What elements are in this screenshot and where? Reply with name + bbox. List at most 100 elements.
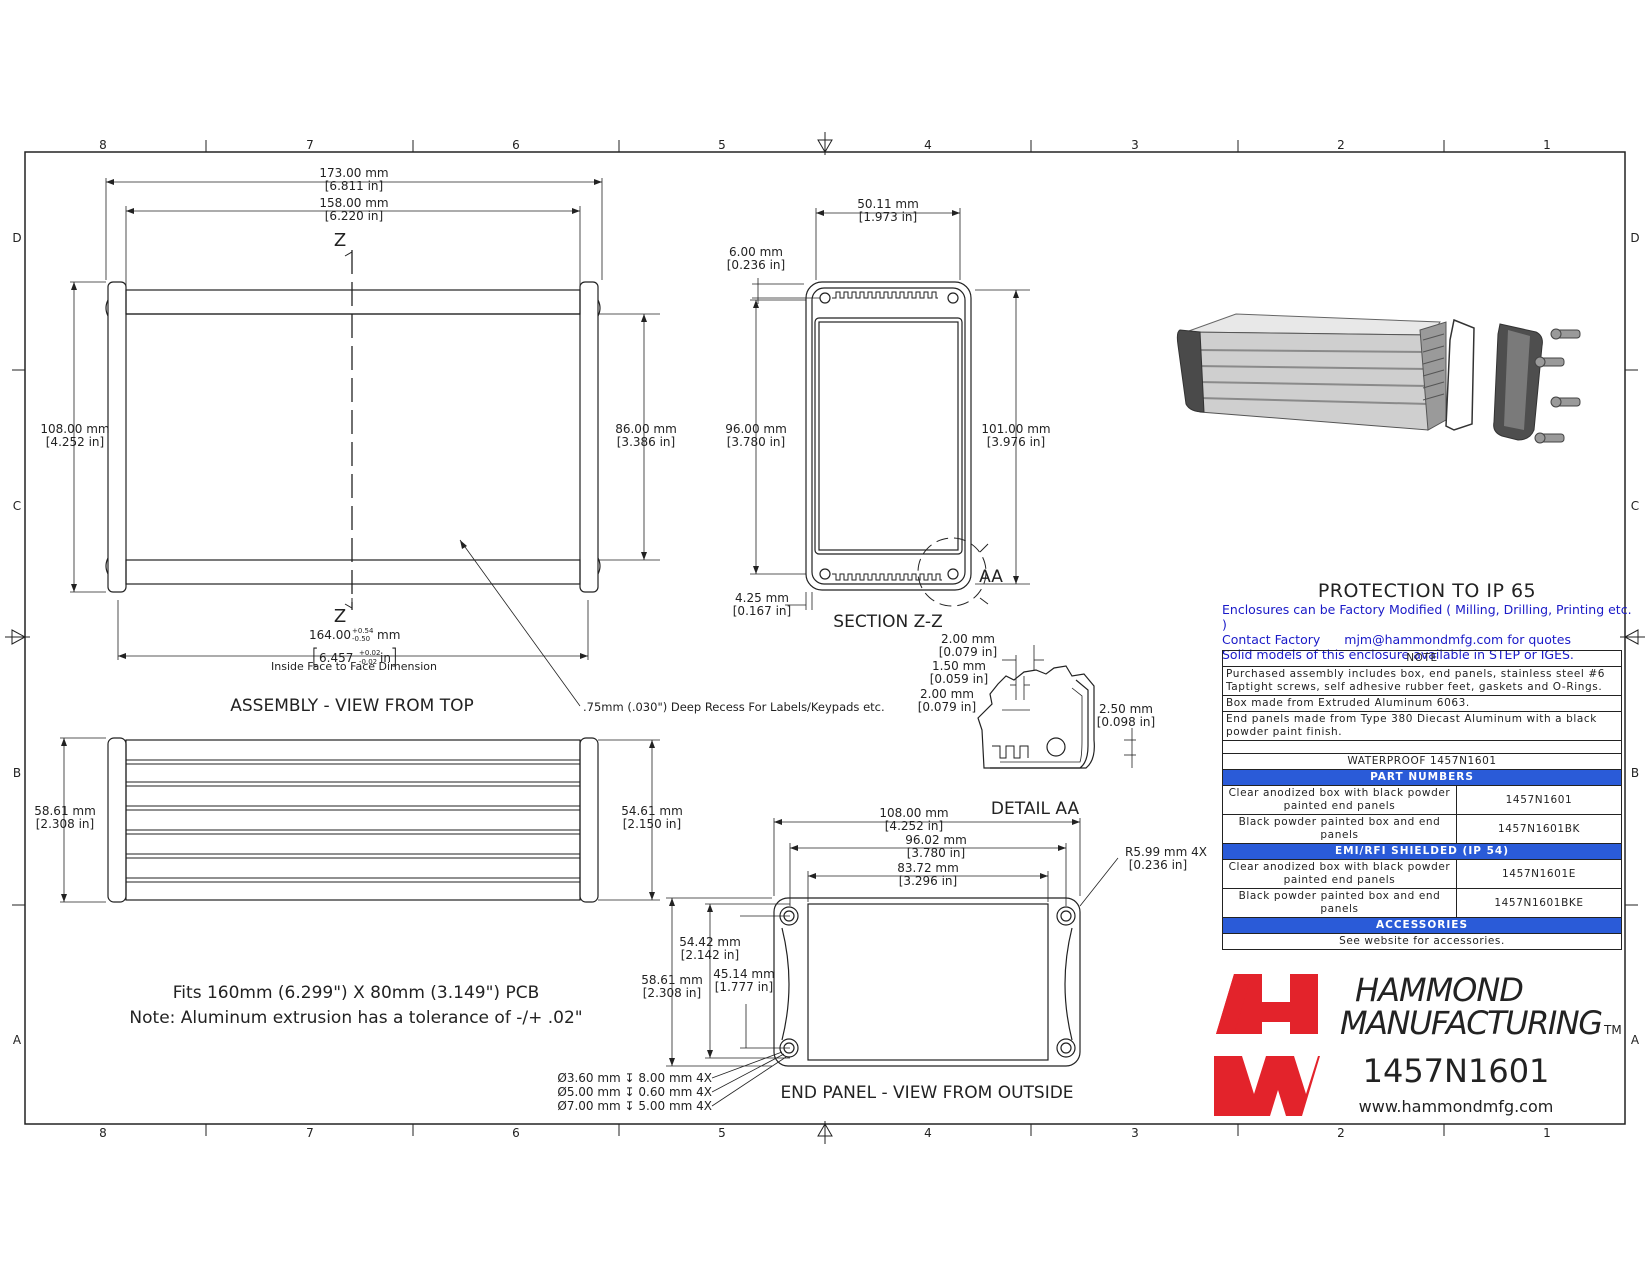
dim-side-right-mm: 54.61 mm: [621, 804, 683, 818]
dim-panel-height-3-in: [1.777 in]: [715, 980, 773, 994]
section-label-bottom: Z: [334, 606, 346, 627]
detail-title: DETAIL AA: [991, 799, 1080, 819]
zone-row-label: B: [1631, 766, 1639, 780]
dim-panel-width-2-in: [3.780 in]: [907, 846, 965, 860]
zone-col-label: 1: [1543, 138, 1551, 152]
section-label-top: Z: [334, 230, 346, 251]
svg-text:[: [: [311, 645, 319, 669]
dim-height-in: [4.252 in]: [46, 435, 104, 449]
end-panel-dimensions: 108.00 mm [4.252 in] 96.02 mm [3.780 in]…: [641, 806, 1207, 1000]
assembly-top-view: [70, 178, 660, 707]
zone-col-label: 3: [1131, 138, 1139, 152]
zone-col-label: 6: [512, 138, 520, 152]
inside-mm-unit: mm: [377, 628, 400, 642]
dim-panel-height-1-in: [2.142 in]: [681, 948, 739, 962]
contact-factory-text: Contact Factory: [1222, 632, 1321, 647]
zone-row-label: C: [13, 499, 21, 513]
dim-side-right-in: [2.150 in]: [623, 817, 681, 831]
zone-col-label: 8: [99, 138, 107, 152]
dim-panel-height-2-in: [2.308 in]: [643, 986, 701, 1000]
drawing-frame: [5, 132, 1645, 1144]
note-end-panel-material: End panels made from Type 380 Diecast Al…: [1222, 711, 1622, 741]
end-panel-title: END PANEL - VIEW FROM OUTSIDE: [780, 1083, 1073, 1103]
zone-col-label: 5: [718, 138, 726, 152]
company-website: www.hammondmfg.com: [1359, 1097, 1554, 1116]
zone-col-label: 5: [718, 1126, 726, 1140]
zone-col-label: 6: [512, 1126, 520, 1140]
accessories-header: ACCESSORIES: [1222, 917, 1622, 934]
inside-mm-tol-minus: -0.50: [352, 635, 370, 643]
part-number: 1457N1601E: [1456, 859, 1622, 889]
hole-callout-1: Ø3.60 mm ↧ 8.00 mm 4X: [557, 1071, 712, 1085]
dim-section-width-in: [1.973 in]: [859, 210, 917, 224]
section-dimensions: 50.11 mm [1.973 in] 6.00 mm [0.236 in] 9…: [725, 197, 1050, 632]
dim-height-mm: 108.00 mm: [40, 422, 109, 436]
dim-wall-mm: 4.25 mm: [735, 591, 789, 605]
dim-inner-mm: 86.00 mm: [615, 422, 677, 436]
side-view-dimensions: 58.61 mm [2.308 in] 54.61 mm [2.150 in]: [34, 804, 683, 831]
dim-overall-length-in: [6.811 in]: [325, 179, 383, 193]
dim-section-width-mm: 50.11 mm: [857, 197, 919, 211]
hole-callout-2: Ø5.00 mm ↧ 0.60 mm 4X: [557, 1085, 712, 1099]
dim-panel-height-3-mm: 45.14 mm: [713, 967, 775, 981]
exploded-isometric-illustration: [1176, 313, 1581, 444]
zone-col-label: 4: [924, 1126, 932, 1140]
dim-panel-width-1-in: [4.252 in]: [885, 819, 943, 833]
detail-dim-1-in: [0.079 in]: [939, 645, 997, 659]
zone-row-label: A: [1631, 1033, 1640, 1047]
detail-dim-2-in: [0.059 in]: [930, 672, 988, 686]
pcb-notes: Fits 160mm (6.299") X 80mm (3.149") PCB …: [129, 983, 582, 1028]
part-description: Clear anodized box with black powder pai…: [1222, 785, 1457, 815]
zone-row-label: D: [12, 231, 21, 245]
zone-col-label: 4: [924, 138, 932, 152]
note-box-material: Box made from Extruded Aluminum 6063.: [1222, 695, 1622, 712]
detail-reference: AA: [979, 567, 1003, 587]
dim-panel-width-2-mm: 96.02 mm: [905, 833, 967, 847]
part-description: Clear anodized box with black powder pai…: [1222, 859, 1457, 889]
part-number: 1457N1601BKE: [1456, 888, 1622, 918]
dim-corner-radius-in: [0.236 in]: [1129, 858, 1187, 872]
factory-modification-line: Enclosures can be Factory Modified ( Mil…: [1222, 602, 1632, 632]
detail-dim-4-in: [0.098 in]: [1097, 715, 1155, 729]
dim-panel-width-3-mm: 83.72 mm: [897, 861, 959, 875]
contact-line: Contact Factory mjm@hammondmfg.com for qu…: [1222, 632, 1632, 647]
company-name-line2: MANUFACTURING: [1340, 1004, 1602, 1042]
detail-dim-1-mm: 2.00 mm: [941, 632, 995, 646]
company-name-line1: HAMMOND: [1355, 971, 1523, 1009]
zone-col-label: 1: [1543, 1126, 1551, 1140]
dim-outer-height-in: [3.976 in]: [987, 435, 1045, 449]
accessories-note: See website for accessories.: [1222, 933, 1622, 950]
dim-overall-length-mm: 173.00 mm: [319, 166, 388, 180]
dim-corner-mm: 6.00 mm: [729, 245, 783, 259]
table-spacer: [1222, 740, 1622, 754]
waterproof-header: WATERPROOF 1457N1601: [1222, 753, 1622, 770]
zone-col-label: 7: [306, 138, 314, 152]
dim-body-length-in: [6.220 in]: [325, 209, 383, 223]
detail-dim-3-mm: 2.00 mm: [920, 687, 974, 701]
dim-panel-height-1-mm: 54.42 mm: [679, 935, 741, 949]
dim-inner-in: [3.386 in]: [617, 435, 675, 449]
part-number: 1457N1601BK: [1456, 814, 1622, 844]
zone-labels: 8 7 6 5 4 3 2 1 8 7 6 5 4 3 2 1 D C B A …: [12, 138, 1640, 1140]
emi-shielded-header: EMI/RFI SHIELDED (IP 54): [1222, 843, 1622, 860]
inside-in-value: 6.457: [319, 651, 353, 665]
dim-outer-height-mm: 101.00 mm: [981, 422, 1050, 436]
hole-callout-3: Ø7.00 mm ↧ 5.00 mm 4X: [557, 1099, 712, 1113]
hole-callouts: Ø3.60 mm ↧ 8.00 mm 4X Ø5.00 mm ↧ 0.60 mm…: [557, 1071, 712, 1113]
zone-col-label: 2: [1337, 138, 1345, 152]
contact-email[interactable]: mjm@hammondmfg.com for quotes: [1344, 632, 1571, 647]
hammond-logo: [1214, 974, 1320, 1116]
title-block: HAMMOND MANUFACTURING TM 1457N1601 www.h…: [1340, 971, 1622, 1116]
part-description: Black powder painted box and end panels: [1222, 814, 1457, 844]
dim-panel-width-1-mm: 108.00 mm: [879, 806, 948, 820]
inside-face-dimension: 164.00 +0.54 -0.50 mm [ 6.457 +0.02 -0.0…: [309, 627, 400, 669]
dim-side-left-in: [2.308 in]: [36, 817, 94, 831]
inside-in-unit: in: [380, 651, 391, 665]
dim-wall-in: [0.167 in]: [733, 604, 791, 618]
dim-panel-height-2-mm: 58.61 mm: [641, 973, 703, 987]
inside-mm-tol-plus: +0.54: [352, 627, 374, 635]
notes-table: NOTE Purchased assembly includes box, en…: [1222, 650, 1622, 950]
detail-dim-2-mm: 1.50 mm: [932, 659, 986, 673]
dim-panel-width-3-in: [3.296 in]: [899, 874, 957, 888]
dim-body-length-mm: 158.00 mm: [319, 196, 388, 210]
